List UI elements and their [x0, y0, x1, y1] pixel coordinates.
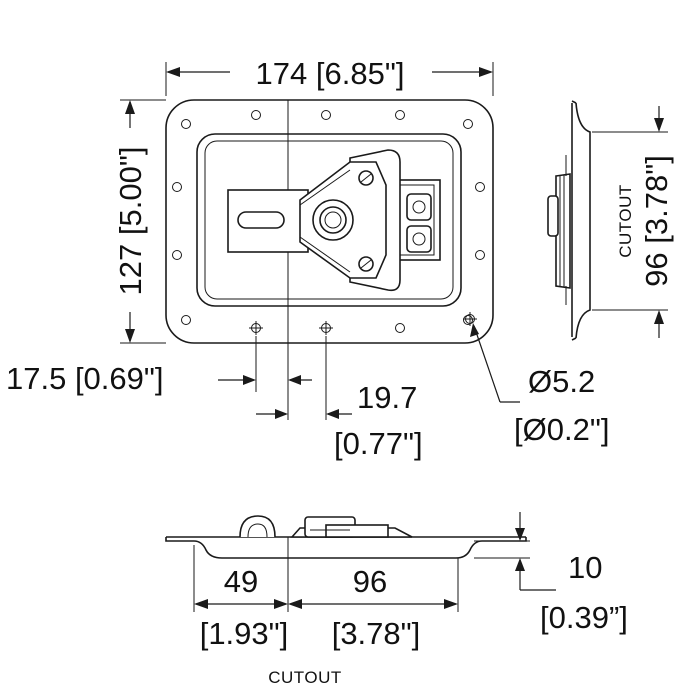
- front-view: [165, 99, 494, 420]
- dim-depth: [474, 512, 556, 591]
- latch-tongue: [227, 189, 309, 253]
- dim-height: [120, 99, 166, 344]
- offset-19-7-label: 19.7: [357, 380, 417, 415]
- dim-offset-19-7: [256, 336, 352, 420]
- keeper-bracket: [387, 179, 441, 261]
- depth-inch-label: [0.39”]: [540, 600, 628, 635]
- bottom-49-label: 49: [224, 564, 258, 599]
- hole-diameter-inch-label: [Ø0.2"]: [514, 412, 609, 447]
- recessed-pan: [196, 133, 462, 307]
- mounting-holes: [172, 110, 485, 335]
- dim-cutout-side: [592, 106, 668, 338]
- offset-17-5-label: 17.5 [0.69"]: [6, 361, 164, 396]
- hole-diameter-leader: [470, 323, 520, 403]
- hole-diameter-label: Ø5.2: [528, 364, 595, 399]
- cutout-side-dimension: 96 [3.78"]: [639, 155, 674, 287]
- bottom-96-inch-label: [3.78"]: [332, 616, 421, 651]
- bottom-96-label: 96: [353, 564, 387, 599]
- height-label: 127 [5.00"]: [113, 147, 148, 296]
- side-pan-profile: [575, 102, 591, 339]
- width-label: 174 [6.85"]: [256, 56, 405, 91]
- dim-width: [165, 62, 494, 96]
- bottom-view: [165, 515, 527, 612]
- outer-flange: [165, 99, 494, 344]
- offset-19-7-inch-label: [0.77"]: [334, 426, 423, 461]
- dim-bottom: [193, 545, 459, 612]
- side-view: [547, 100, 591, 341]
- tongue-slot: [237, 211, 285, 229]
- depth-label: 10: [568, 550, 602, 585]
- butterfly-handle: [299, 149, 401, 292]
- pan-inner-edge: [204, 140, 454, 300]
- cutout-side-label: CUTOUT: [616, 184, 635, 258]
- cutout-bottom-label: CUTOUT: [268, 668, 342, 687]
- dim-offset-17-5: [218, 336, 312, 392]
- bottom-49-inch-label: [1.93"]: [200, 616, 289, 651]
